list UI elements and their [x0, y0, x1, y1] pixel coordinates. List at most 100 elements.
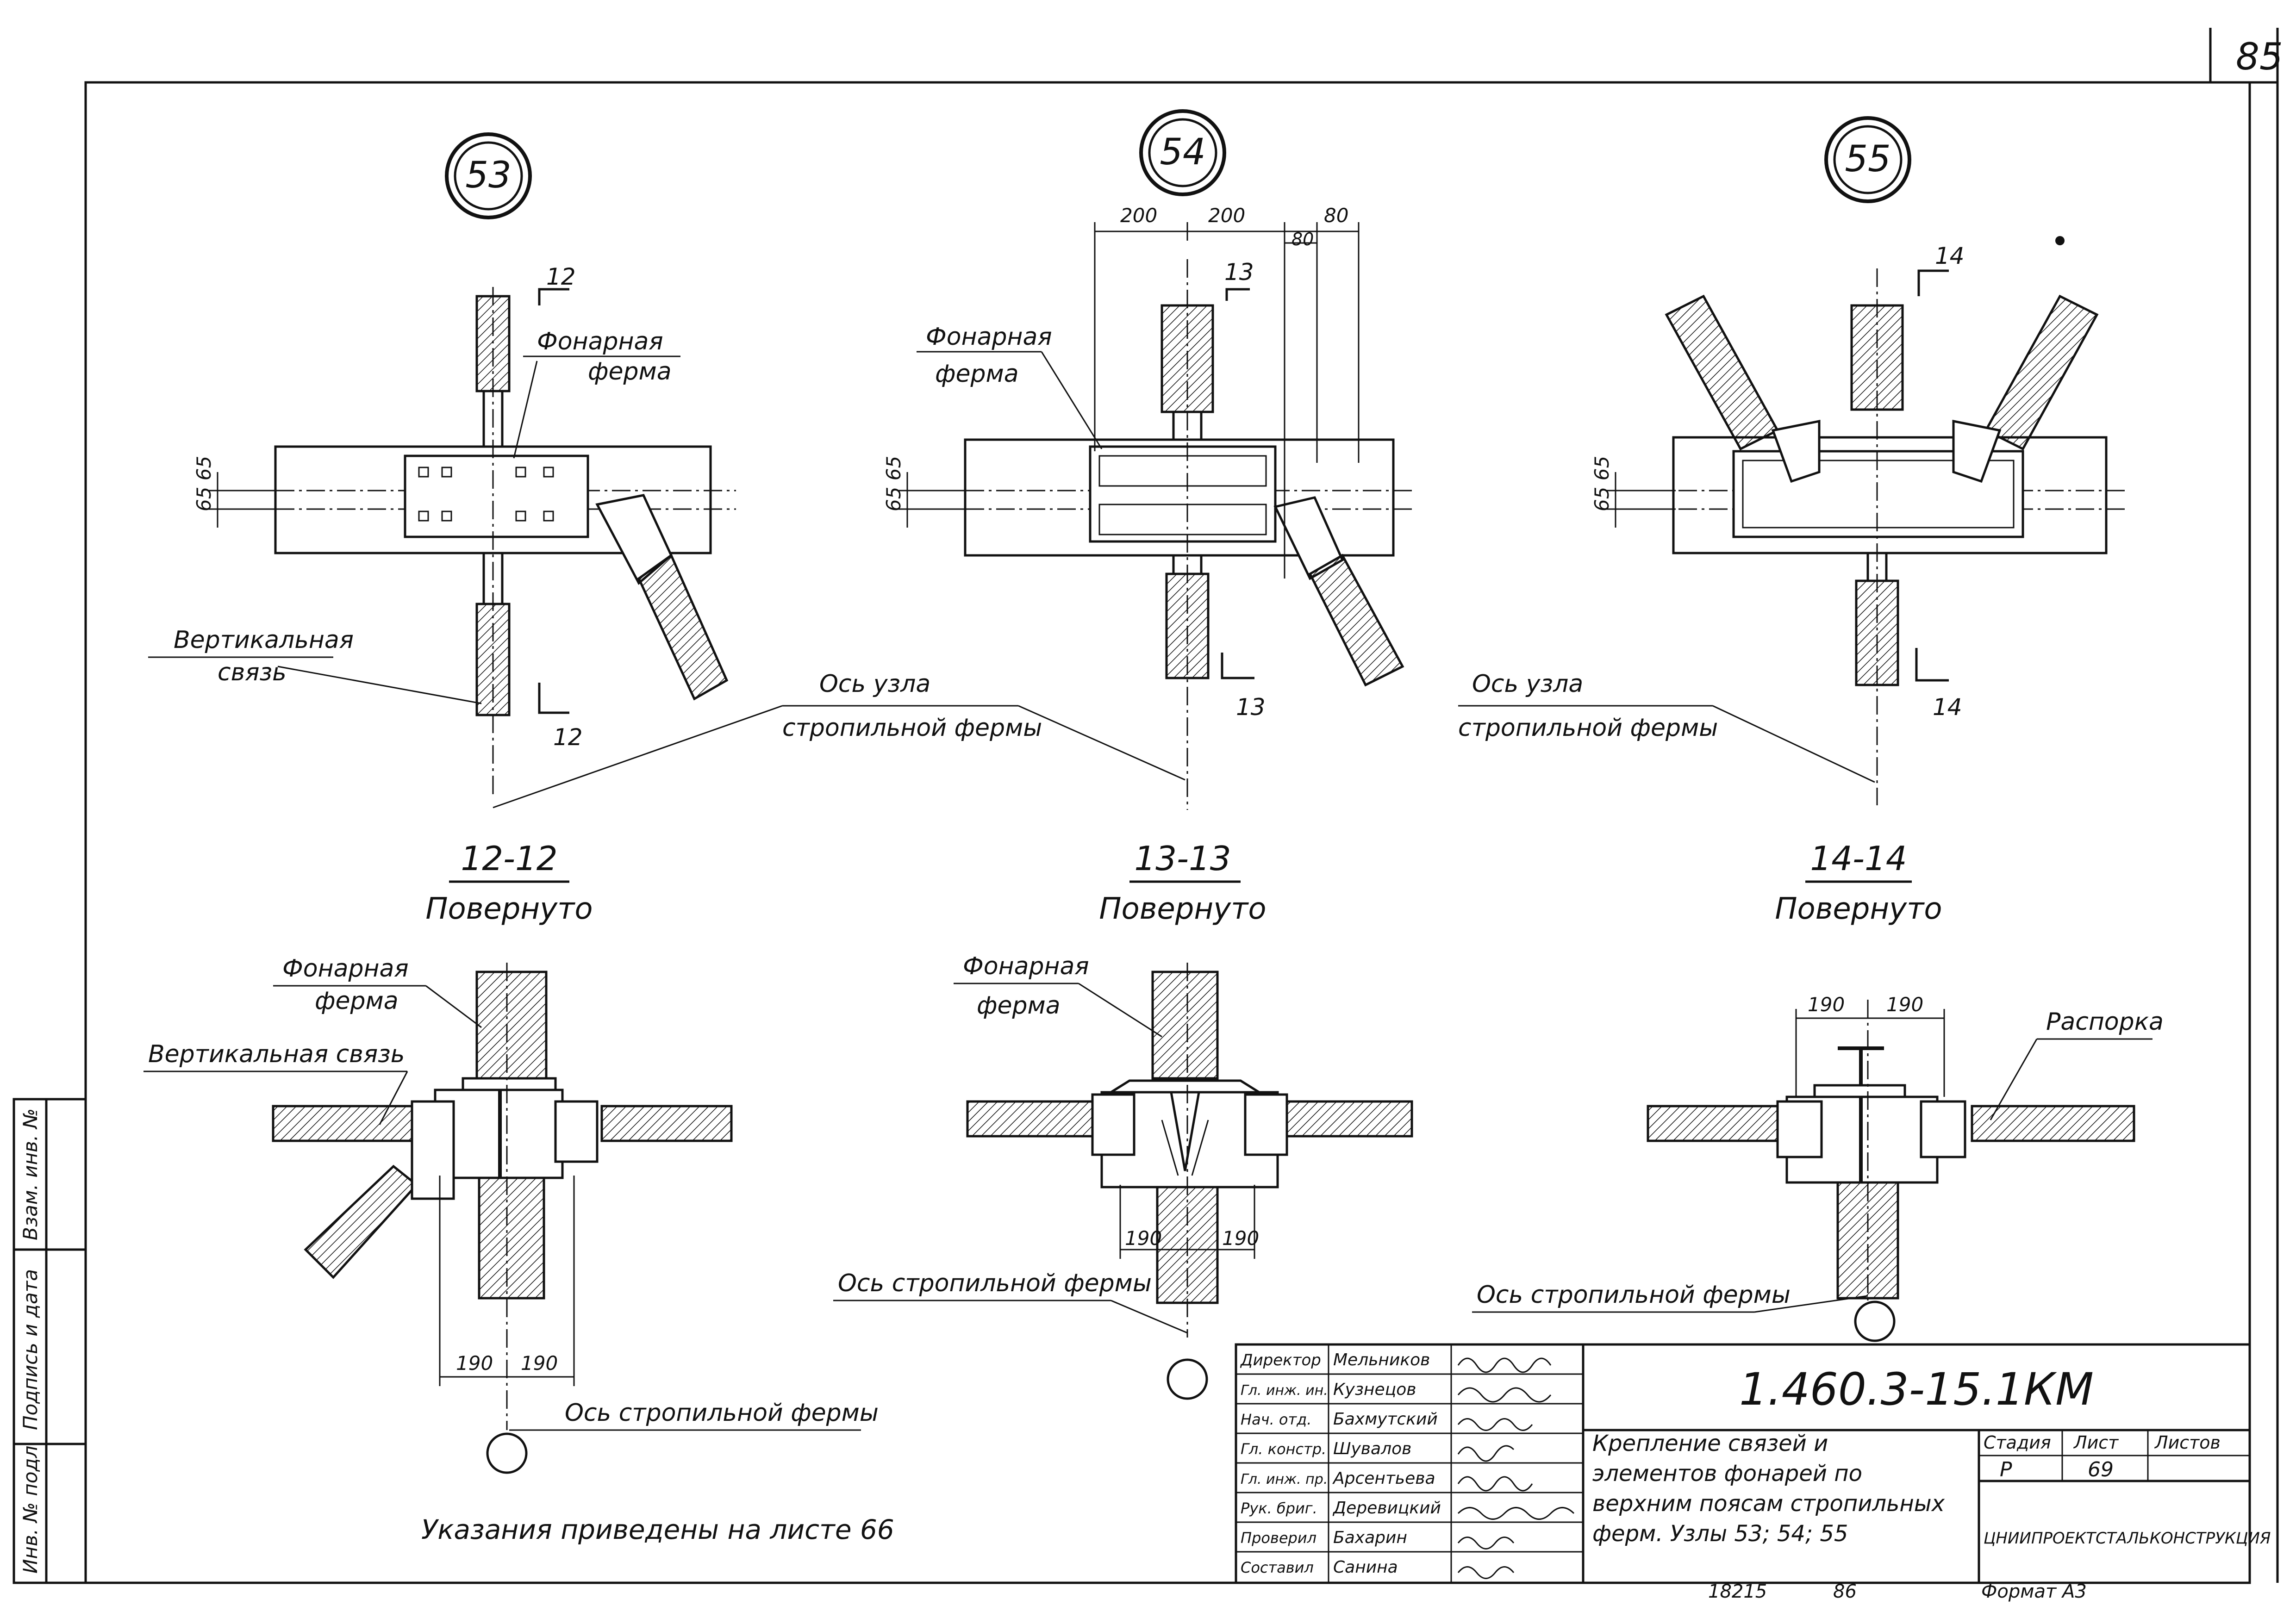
stamp-inv-podl: Инв. № подл: [19, 1446, 42, 1574]
svg-text:190: 190: [1886, 993, 1923, 1016]
cut-14-bottom: [1915, 648, 1949, 682]
page-number: 85: [2236, 35, 2283, 78]
stamp-vzam-inv: Взам. инв. №: [19, 1108, 42, 1240]
svg-text:14: 14: [1935, 243, 1965, 269]
diagonal-brace: [1308, 554, 1404, 687]
section-13-13: 13-13 Повернуто 190 190 Фонарная ферма О…: [833, 839, 1413, 1400]
staff-role: Нач. отд.: [1241, 1411, 1311, 1428]
lantern-post: [475, 971, 548, 1080]
diagonal-brace: [304, 1164, 418, 1279]
svg-text:65 65: 65 65: [1591, 456, 1613, 511]
label-os-uzla: Ось узла: [1472, 670, 1583, 698]
doc-code: 1.460.3-15.1КМ: [1739, 1363, 2094, 1415]
sheet-value: 69: [2088, 1458, 2114, 1481]
format-label: Формат А3: [1981, 1581, 2087, 1602]
staff-name: Арсентьева: [1332, 1469, 1435, 1488]
povernuto-label: Повернуто: [1099, 892, 1266, 926]
staff-name: Бахмутский: [1333, 1410, 1438, 1429]
label-os-stropilnoy-fermy: Ось стропильной фермы: [565, 1399, 879, 1427]
title-block: Директор Мельников Гл. инж. ин. Кузнецов…: [1235, 1343, 2271, 1602]
svg-text:65 65: 65 65: [193, 456, 215, 511]
section-14-14: 14-14 Повернуто 190 190 Распорка Ось стр…: [1472, 839, 2164, 1342]
svg-text:190: 190: [456, 1352, 493, 1375]
diagonal-brace: [637, 554, 729, 701]
label-fonarnaya: Фонарная: [926, 323, 1052, 351]
stamp-podpis-data: Подпись и дата: [19, 1269, 42, 1430]
staff-role: Гл. инж. пр.: [1241, 1471, 1328, 1487]
gusset-plate: [1732, 450, 2024, 538]
svg-text:190: 190: [1125, 1227, 1162, 1250]
stage-value: Р: [2000, 1458, 2012, 1481]
svg-text:190: 190: [1222, 1227, 1259, 1250]
staff-role: Рук. бриг.: [1241, 1500, 1317, 1517]
horizontal-brace-left: [966, 1100, 1103, 1138]
label-vertikalnaya: Вертикальная: [174, 626, 354, 654]
node-53-number: 53: [465, 155, 511, 196]
staff-name: Шувалов: [1333, 1439, 1411, 1458]
sheets-header: Листов: [2154, 1432, 2221, 1453]
label-vertikalnaya-svyaz: Вертикальная связь: [148, 1040, 405, 1068]
axis-labels-row1: Ось узла стропильной фермы Ось узла стро…: [493, 670, 1875, 809]
note-text: Указания приведены на листе 66: [421, 1514, 894, 1545]
side-stamp: Инв. № подл Подпись и дата Взам. инв. №: [12, 1098, 87, 1584]
staff-name: Бахарин: [1333, 1528, 1407, 1547]
label-os-stropilnoy-fermy: Ось стропильной фермы: [1477, 1281, 1791, 1309]
svg-text:14: 14: [1933, 694, 1962, 721]
svg-text:13: 13: [1236, 694, 1266, 721]
section-title-14-14: 14-14: [1810, 839, 1907, 878]
svg-text:стропильной фермы: стропильной фермы: [782, 714, 1042, 742]
horizontal-brace-right: [1276, 1100, 1413, 1138]
staff-role: Гл. констр.: [1241, 1440, 1326, 1458]
cut-12-bottom: [538, 683, 569, 714]
stage-header: Стадия: [1984, 1432, 2051, 1453]
title-line: Крепление связей и: [1592, 1431, 1828, 1456]
label-fonarnaya: Фонарная: [963, 952, 1089, 980]
top-chord: [1672, 436, 2108, 554]
svg-text:65 65: 65 65: [882, 456, 905, 511]
povernuto-label: Повернуто: [425, 892, 593, 926]
svg-text:12: 12: [553, 724, 583, 751]
rasporka: [1971, 1105, 2135, 1142]
title-line: верхним поясам стропильных: [1592, 1491, 1945, 1517]
section-title-12-12: 12-12: [461, 839, 557, 878]
svg-text:200: 200: [1208, 204, 1245, 227]
node-54-number: 54: [1160, 131, 1205, 173]
horizontal-brace-right: [600, 1105, 733, 1142]
svg-text:связь: связь: [218, 659, 287, 686]
label-fonarnaya: Фонарная: [282, 955, 409, 983]
lantern-post: [1151, 971, 1219, 1080]
section-12-12: 12-12 Повернуто 190 190 Фонарная ферма В…: [144, 839, 879, 1474]
cut-12-top: [538, 288, 569, 305]
section-title-13-13: 13-13: [1134, 839, 1231, 878]
node-53: 53 65 65 Фонарная ферма Вертикальна: [148, 132, 736, 796]
svg-text:200: 200: [1120, 204, 1157, 227]
staff-role: Директор: [1240, 1351, 1321, 1369]
label-rasporka: Распорка: [2046, 1008, 2164, 1036]
bottom-number-1: 18215: [1708, 1581, 1767, 1602]
node-55-number: 55: [1845, 138, 1890, 180]
svg-text:ферма: ферма: [315, 987, 399, 1015]
sheet-frame: [84, 81, 2251, 1584]
staff-role: Гл. инж. ин.: [1241, 1382, 1328, 1399]
staff-name: Деревицкий: [1332, 1499, 1441, 1518]
povernuto-label: Повернуто: [1775, 892, 1942, 926]
horizontal-brace-left: [272, 1105, 432, 1142]
node-54: 54 200 200 80 80 65 65 Фонарная ферм: [882, 109, 1416, 810]
lantern-strut-left: [1665, 294, 1779, 451]
cut-13-bottom: [1221, 653, 1254, 679]
cut-13-top: [1225, 288, 1250, 301]
node-55: 55 65 65 14 14: [1591, 116, 2125, 805]
lantern-strut-right: [1984, 294, 2099, 451]
title-line: ферм. Узлы 53; 54; 55: [1592, 1521, 1848, 1547]
label-os-stropilnoy-fermy: Ось стропильной фермы: [838, 1269, 1152, 1297]
svg-text:190: 190: [1808, 993, 1845, 1016]
org-name: ЦНИИПРОЕКТСТАЛЬКОНСТРУКЦИЯ: [1984, 1529, 2271, 1548]
staff-name: Мельников: [1333, 1350, 1430, 1369]
staff-role: Проверил: [1241, 1529, 1316, 1547]
svg-text:80: 80: [1292, 229, 1314, 249]
svg-text:13: 13: [1224, 259, 1254, 286]
gusset-plate: [404, 454, 589, 538]
gusset-plate: [1089, 445, 1277, 543]
staff-role: Составил: [1241, 1559, 1314, 1576]
label-fonarnaya: Фонарная: [537, 328, 663, 355]
